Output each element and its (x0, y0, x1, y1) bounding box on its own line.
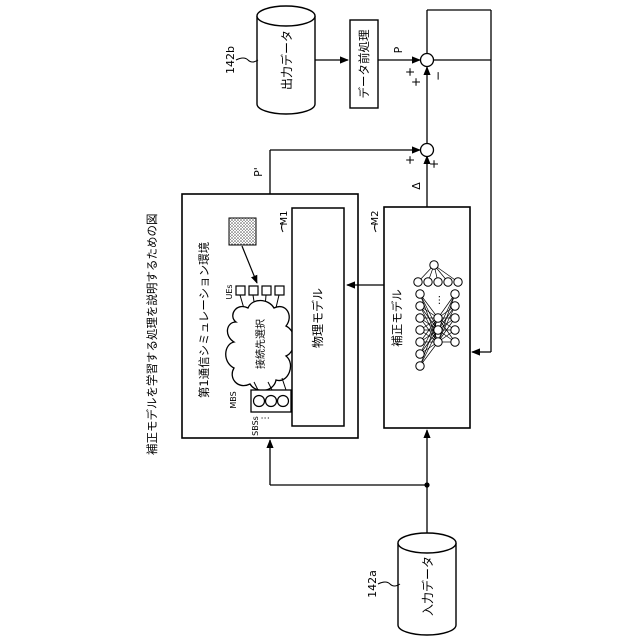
input-ref-leader (378, 582, 400, 586)
ue-square-2 (249, 286, 258, 295)
output-data-store: 出力データ (257, 6, 315, 114)
sign-plus-upper-left: + (403, 67, 417, 77)
physical-model-label: 物理モデル (310, 288, 325, 348)
cloud-label: 接続先選択 (254, 319, 267, 369)
signal-p-label: P (392, 46, 405, 53)
summing-node-upper (421, 54, 434, 67)
figure-caption: 補正モデルを学習する処理を説明するための図 (145, 214, 159, 456)
neural-network-node (416, 350, 424, 358)
neural-network-node (444, 278, 452, 286)
neural-network-node (454, 278, 462, 286)
neural-network-node (416, 362, 424, 370)
neural-network-node (416, 290, 424, 298)
data-preprocess-label: データ前処理 (357, 29, 371, 98)
neural-network-node (416, 326, 424, 334)
input-data-ref: 142a (366, 570, 379, 598)
sbs-dots: ⋮ (261, 414, 271, 423)
sbs-label: SBSs (251, 416, 260, 436)
neural-network-node (434, 278, 442, 286)
sign-minus-upper: − (431, 71, 445, 81)
neural-network-node (424, 278, 432, 286)
output-data-label: 出力データ (279, 30, 294, 90)
input-data-store: 入力データ (398, 533, 456, 635)
signal-p-prime-label: P' (252, 167, 265, 177)
ues-label: UEs (225, 284, 234, 299)
ue-square-4 (275, 286, 284, 295)
neural-network-node (451, 314, 459, 322)
ue-square-3 (262, 286, 271, 295)
base-station-image (229, 218, 256, 245)
ue-square-1 (236, 286, 245, 295)
summing-node-lower (421, 144, 434, 157)
output-data-ref: 142b (224, 46, 237, 74)
neural-network-node (434, 314, 442, 322)
sign-plus-lower-left: + (403, 155, 417, 165)
output-ref-leader (236, 58, 258, 62)
correction-model-label: 補正モデル (390, 289, 404, 347)
mbs-circle (254, 396, 265, 407)
neural-network-node (416, 302, 424, 310)
input-junction-dot (424, 482, 429, 487)
sbs-circle-1 (266, 396, 277, 407)
input-data-label: 入力データ (420, 556, 435, 616)
sign-plus-upper-bottom: + (409, 77, 423, 87)
neural-network-node (451, 290, 459, 298)
neural-network-node (434, 338, 442, 346)
neural-network-node (451, 302, 459, 310)
neural-network-node (451, 338, 459, 346)
neural-network-node (416, 338, 424, 346)
signal-delta-label: Δ (410, 182, 423, 190)
correction-model-ref: M2 (370, 211, 381, 226)
neural-network-node (416, 314, 424, 322)
data-preprocess-box: データ前処理 (350, 20, 378, 108)
neural-network-node (430, 261, 438, 269)
neural-network-ellipsis: … (432, 295, 443, 305)
neural-network-node (414, 278, 422, 286)
physical-model-ref: M1 (279, 211, 290, 226)
simulation-environment-title: 第1通信シミュレーション環境 (197, 242, 211, 398)
sign-plus-lower-right: + (427, 159, 441, 169)
sbs-circle-2 (278, 396, 289, 407)
neural-network-node (451, 326, 459, 334)
neural-network-node (434, 326, 442, 334)
mbs-label: MBS (229, 391, 238, 408)
